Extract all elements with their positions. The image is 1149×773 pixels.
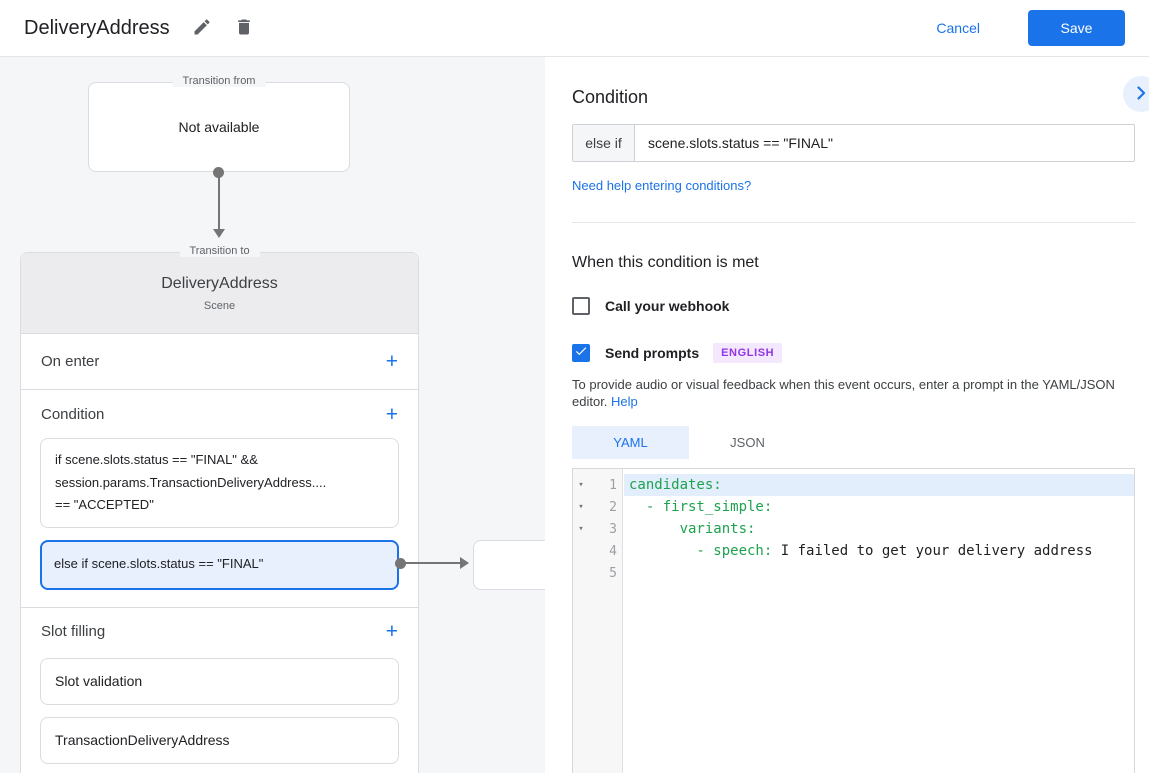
transition-to-legend: Transition to	[179, 245, 260, 257]
when-condition-heading: When this condition is met	[572, 254, 759, 271]
arrow-down-icon	[213, 229, 225, 238]
collapse-panel-button[interactable]	[1123, 76, 1149, 112]
send-prompts-row: Send prompts ENGLISH	[572, 343, 1135, 363]
editor-gutter	[573, 469, 623, 773]
condition-section: Condition + if scene.slots.status == "FI…	[21, 390, 418, 608]
scene-name: DeliveryAddress	[161, 274, 278, 292]
call-webhook-checkbox[interactable]	[572, 297, 590, 315]
slot-item-validation[interactable]: Slot validation	[40, 657, 399, 705]
chevron-right-icon	[1129, 81, 1149, 108]
code-line: - speech: I failed to get your delivery …	[573, 540, 1134, 562]
arrow-right-icon	[460, 557, 469, 569]
add-on-enter-button[interactable]: +	[385, 350, 398, 373]
yaml-code-editor[interactable]: candidates: ▾1 - first_simple: ▾2 varian…	[572, 468, 1135, 773]
scene-card: Transition to DeliveryAddress Scene On e…	[20, 245, 419, 773]
connector-line-vertical	[218, 175, 220, 230]
line-number: 4	[609, 543, 617, 559]
edit-scene-button[interactable]	[192, 17, 212, 40]
line-number: 5	[609, 565, 617, 581]
fold-arrow-icon[interactable]: ▾	[578, 480, 584, 490]
fold-arrow-icon[interactable]: ▾	[578, 524, 584, 534]
on-enter-label: On enter	[41, 353, 100, 370]
line-number: 1	[609, 477, 617, 493]
condition-item-else-if-selected[interactable]: else if scene.slots.status == "FINAL"	[40, 539, 399, 590]
condition-help-link[interactable]: Need help entering conditions?	[572, 178, 752, 193]
send-prompts-checkbox[interactable]	[572, 344, 590, 362]
send-prompts-label: Send prompts	[605, 345, 700, 361]
transition-target-node[interactable]	[473, 540, 545, 590]
delete-scene-button[interactable]	[234, 17, 254, 40]
help-link[interactable]: Help	[611, 394, 638, 409]
transition-from-content: Not available	[178, 119, 260, 135]
code-line: - first_simple: ▾2	[573, 496, 1134, 518]
panel-heading: Condition	[572, 87, 649, 107]
connector-dot	[395, 558, 406, 569]
transition-from-legend: Transition from	[172, 75, 266, 87]
condition-section-label: Condition	[41, 405, 105, 423]
slot-filling-section: Slot filling + Slot validation Transacti…	[21, 608, 418, 764]
top-bar: DeliveryAddress Cancel Save	[0, 0, 1149, 57]
slot-item-transaction-delivery-address[interactable]: TransactionDeliveryAddress	[40, 716, 399, 764]
add-condition-button[interactable]: +	[385, 402, 398, 426]
line-number: 2	[609, 499, 617, 515]
scene-type-label: Scene	[203, 299, 236, 312]
scene-card-header[interactable]: DeliveryAddress Scene	[21, 253, 418, 334]
code-line: variants: ▾3	[573, 518, 1134, 540]
condition-editor-panel: Condition else if Need help entering con…	[545, 57, 1149, 773]
language-badge: ENGLISH	[713, 343, 783, 363]
cancel-button[interactable]: Cancel	[924, 12, 992, 44]
tab-yaml[interactable]: YAML	[572, 426, 689, 459]
transition-from-node[interactable]: Transition from Not available	[88, 75, 350, 172]
webhook-row: Call your webhook	[572, 297, 1135, 315]
condition-prefix-label: else if	[573, 125, 635, 161]
slot-filling-label: Slot filling	[41, 623, 106, 640]
format-tabs: YAML JSON	[572, 426, 1135, 459]
page-title: DeliveryAddress	[24, 16, 170, 39]
section-divider	[572, 222, 1135, 223]
call-webhook-label: Call your webhook	[605, 298, 730, 314]
line-number: 3	[609, 521, 617, 537]
save-button[interactable]: Save	[1028, 10, 1125, 46]
condition-expression-input[interactable]	[635, 125, 1134, 161]
connector-dot	[213, 167, 224, 178]
condition-item-if[interactable]: if scene.slots.status == "FINAL" && sess…	[40, 438, 399, 528]
trash-icon	[234, 17, 254, 40]
checkmark-icon	[574, 344, 588, 363]
fold-arrow-icon[interactable]: ▾	[578, 502, 584, 512]
tab-json[interactable]: JSON	[689, 426, 806, 459]
on-enter-section: On enter +	[21, 334, 418, 390]
code-line: candidates: ▾1	[573, 474, 1134, 496]
prompts-description: To provide audio or visual feedback when…	[572, 377, 1115, 409]
pencil-icon	[192, 17, 212, 40]
add-slot-button[interactable]: +	[385, 620, 398, 643]
code-line: 5	[573, 562, 1134, 584]
scene-diagram-panel: Transition from Not available Transition…	[0, 57, 545, 773]
connector-line-horizontal	[404, 562, 460, 564]
condition-input-row: else if	[572, 124, 1135, 162]
